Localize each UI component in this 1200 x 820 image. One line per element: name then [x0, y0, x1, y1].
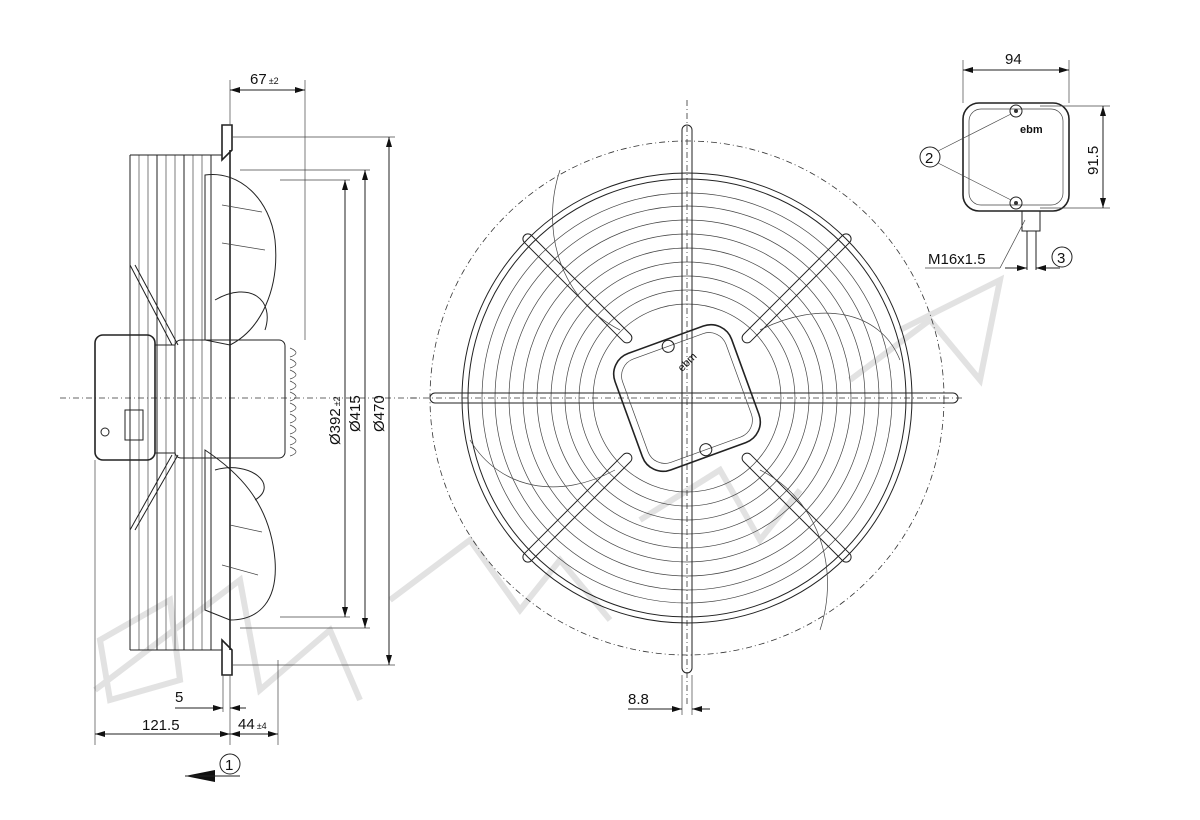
grille-bar-horizontal [429, 392, 959, 404]
cable-gland-label: M16x1.5 [928, 251, 986, 268]
terminal-box-logo: ebm [1020, 124, 1043, 136]
grille-ring [522, 233, 852, 563]
fan-blades [469, 169, 901, 631]
side-dimensions: 67±2 Ø392±2 Ø415 Ø470 5 121.5 44±4 1 [94, 71, 395, 782]
dim-bolt-circle: Ø415 [347, 395, 364, 432]
grille-ring [494, 205, 880, 591]
motor-struts [129, 264, 179, 531]
blade-upper [204, 173, 277, 346]
dim-box-height: 91.5 [1085, 146, 1102, 175]
dim-inner-diameter: Ø392±2 [327, 396, 344, 445]
grille-bar-diagonal [741, 452, 852, 563]
watermark [93, 274, 1005, 704]
rotor-fin [289, 424, 297, 435]
dim-depth: 67±2 [250, 71, 279, 88]
terminal-box-detail: ebm 94 91.5 2 M16x1.5 3 [919, 51, 1110, 271]
dim-flange: 5 [175, 689, 183, 706]
cable-gland [1021, 210, 1041, 232]
grille-ring [508, 219, 866, 577]
grille-rings [461, 172, 913, 624]
grille-spoke [741, 233, 852, 344]
callout-2: 2 [925, 150, 933, 167]
blade-lower [204, 449, 276, 621]
dim-bar-width: 8.8 [628, 691, 649, 708]
grille-ring [592, 303, 782, 493]
rotor-fin [289, 391, 297, 402]
dim-box-width: 94 [1005, 51, 1022, 68]
grille-ring [467, 178, 907, 618]
callout-1: 1 [225, 757, 233, 774]
rotor-fin [289, 347, 297, 358]
motor-terminal-box [612, 323, 762, 473]
rotor-fin [289, 413, 297, 424]
dim-total: 121.5 [142, 717, 180, 734]
grille-bar-vertical [681, 124, 693, 674]
callout-1-circle [219, 753, 241, 775]
grille-bars [429, 124, 959, 674]
grille-spoke [522, 233, 633, 344]
dim-outer-diameter: Ø470 [371, 395, 388, 432]
rotor-fin [289, 369, 297, 380]
screw-icon [100, 427, 110, 437]
rotor-fins [289, 347, 297, 457]
grille-bar-diagonal [522, 233, 633, 344]
rotor-fin [289, 446, 297, 457]
grille-ring [481, 192, 893, 604]
grille-ring [550, 261, 824, 535]
side-view [60, 124, 420, 676]
front-logo: ebm [676, 351, 700, 375]
blade-mid [214, 291, 268, 501]
callout-3: 3 [1057, 250, 1065, 267]
rotor-fin [289, 380, 297, 391]
rotor-fin [289, 358, 297, 369]
blade-slots [221, 204, 266, 576]
grille-spoke [741, 452, 852, 563]
mounting-flange [221, 124, 233, 676]
grille-ring [461, 172, 913, 624]
rotor [174, 339, 286, 459]
grille-ring [578, 289, 796, 507]
motor-housing [154, 344, 176, 454]
grille-bar-diagonal [741, 233, 852, 344]
side-grille [129, 154, 222, 651]
front-view: ebm 8.8 [410, 100, 965, 715]
grille-spoke [522, 452, 633, 563]
rotor-fin [289, 402, 297, 413]
grille-bar-diagonal [522, 452, 633, 563]
terminal-box-side [94, 334, 156, 461]
dim-offset: 44±4 [238, 716, 267, 733]
rotor-fin [289, 435, 297, 446]
grille-ring [536, 247, 838, 549]
cable-gland-side [124, 409, 144, 441]
grille-ring [564, 275, 810, 521]
